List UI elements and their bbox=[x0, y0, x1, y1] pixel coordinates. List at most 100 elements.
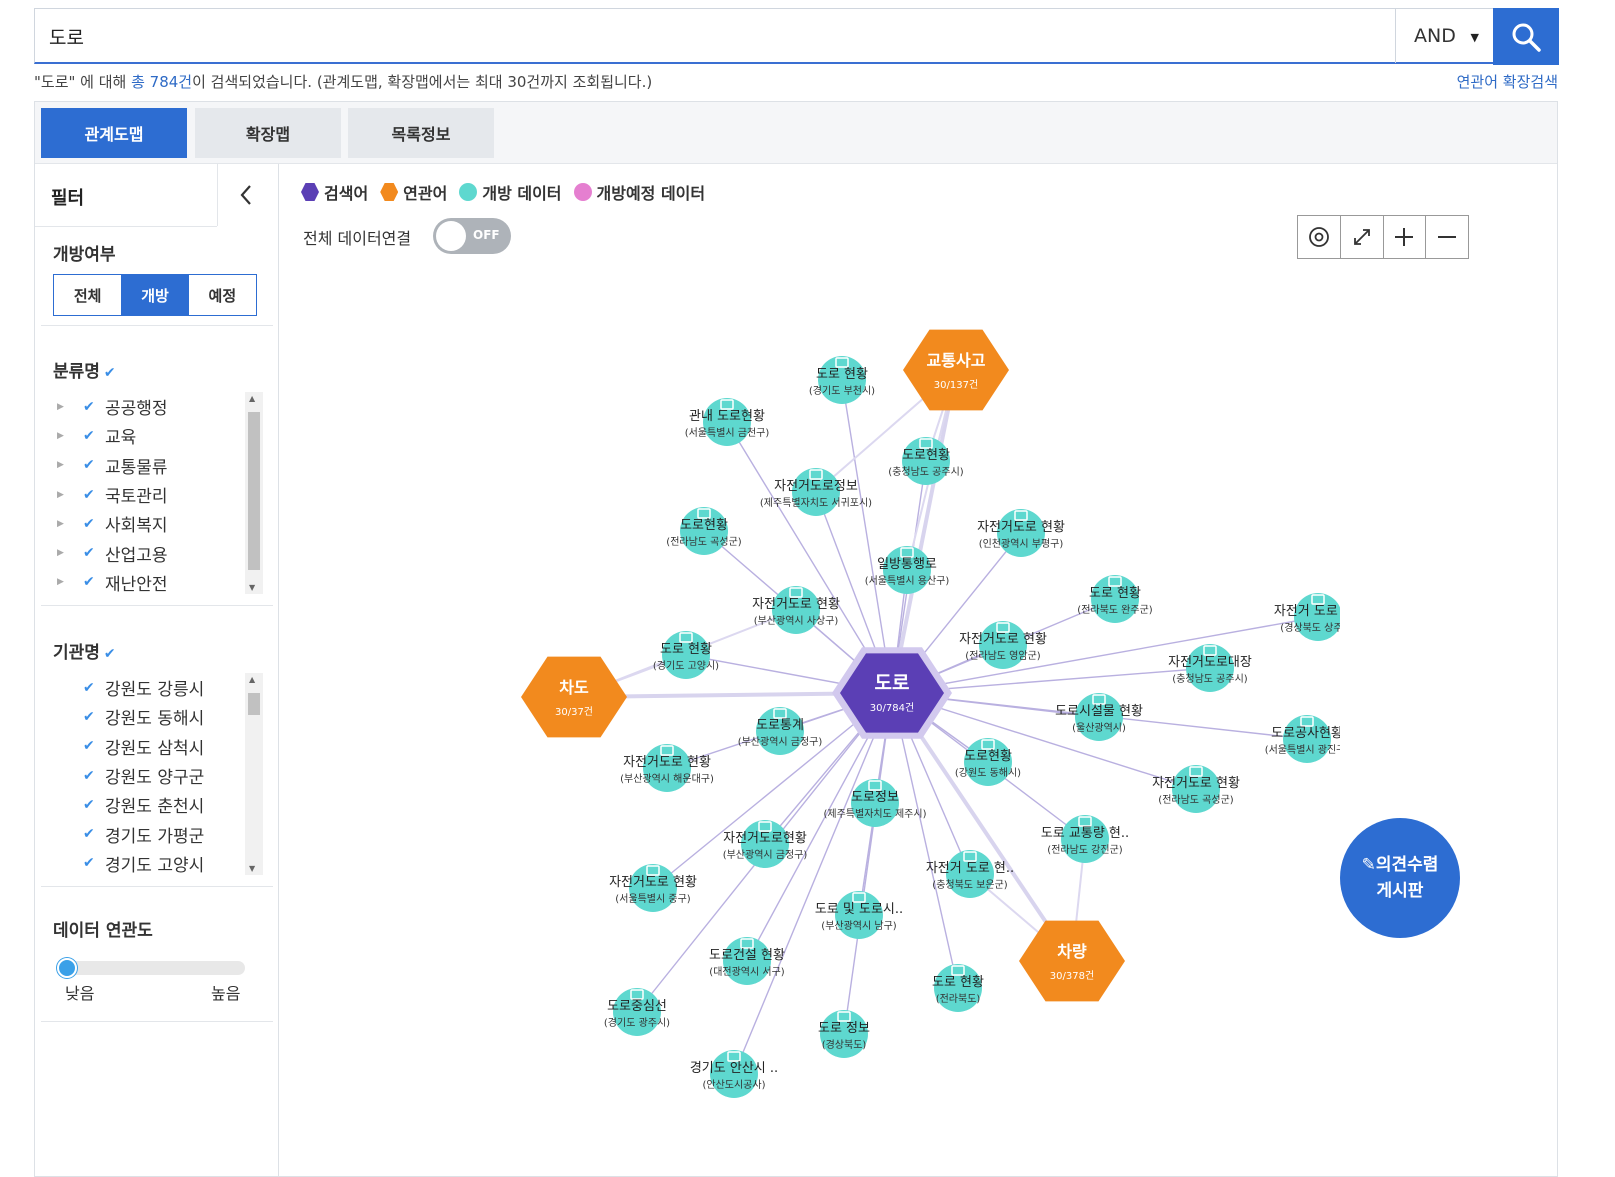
agency-item[interactable]: ✔강원도 삼척시 bbox=[53, 732, 265, 761]
dataset-node[interactable]: 도로공사현황(서울특별시 광진구) bbox=[1265, 715, 1340, 763]
dataset-node[interactable]: 도로 현황(경기도 부천시) bbox=[809, 356, 875, 404]
dataset-node[interactable]: 자전거도로현황(부산광역시 금정구) bbox=[723, 820, 808, 868]
checkbox[interactable]: ✔ bbox=[83, 486, 95, 503]
dataset-node[interactable]: 도로정보(제주특별자치도 제주시) bbox=[824, 779, 927, 827]
dataset-node[interactable]: 자전거도로 현황(부산광역시 사상구) bbox=[752, 586, 840, 634]
check-icon[interactable]: ✔ bbox=[103, 646, 116, 662]
search-input[interactable] bbox=[35, 9, 1395, 63]
scroll-down-icon[interactable]: ▼ bbox=[249, 583, 256, 592]
dataset-node[interactable]: 도로 및 도로시..(부산광역시 남구) bbox=[815, 891, 903, 939]
dataset-node[interactable]: 도로현황(충청남도 공주시) bbox=[888, 437, 964, 485]
expand-arrow-icon[interactable]: ▶ bbox=[57, 401, 64, 412]
checkbox[interactable]: ✔ bbox=[83, 457, 95, 474]
checkbox[interactable]: ✔ bbox=[83, 826, 95, 843]
checkbox[interactable]: ✔ bbox=[83, 708, 95, 725]
dataset-node-org: (부산광역시 금정구) bbox=[723, 849, 808, 861]
agency-item[interactable]: ✔경기도 고양시 bbox=[53, 849, 265, 878]
center-button[interactable] bbox=[1298, 216, 1341, 258]
category-item[interactable]: ▶✔산업고용 bbox=[53, 538, 265, 567]
checkbox[interactable]: ✔ bbox=[83, 398, 95, 415]
dataset-node[interactable]: 도로현황(강원도 동해시) bbox=[955, 738, 1021, 786]
checkbox[interactable]: ✔ bbox=[83, 574, 95, 591]
scroll-up-icon[interactable]: ▲ bbox=[249, 675, 256, 684]
tab-relation-map[interactable]: 관계도맵 bbox=[41, 108, 187, 158]
fullscreen-button[interactable] bbox=[1341, 216, 1384, 258]
expand-arrow-icon[interactable]: ▶ bbox=[57, 489, 64, 500]
dataset-node[interactable]: 도로 현황(전라북도) bbox=[932, 964, 984, 1012]
expand-arrow-icon[interactable]: ▶ bbox=[57, 460, 64, 471]
zoom-in-button[interactable] bbox=[1384, 216, 1427, 258]
agency-item[interactable]: ✔강원도 동해시 bbox=[53, 702, 265, 731]
dataset-node[interactable]: 도로현황(전라남도 곡성군) bbox=[666, 507, 742, 555]
open-status-all[interactable]: 전체 bbox=[73, 286, 102, 305]
dataset-node[interactable]: 도로건설 현황(대전광역시 서구) bbox=[709, 937, 785, 985]
zoom-out-button[interactable] bbox=[1426, 216, 1468, 258]
checkbox[interactable]: ✔ bbox=[83, 679, 95, 696]
category-scrollbar[interactable]: ▲ ▼ bbox=[245, 392, 263, 594]
category-item[interactable]: ▶✔교육 bbox=[53, 421, 265, 450]
connect-all-toggle[interactable]: OFF bbox=[433, 218, 511, 254]
opinion-board-button[interactable]: ✎의견수렴 게시판 bbox=[1340, 818, 1460, 938]
dataset-node[interactable]: 자전거도로 현황(전라남도 곡성군) bbox=[1152, 765, 1240, 813]
dataset-node[interactable]: 도로중심선(경기도 광주시) bbox=[604, 988, 670, 1036]
check-icon[interactable]: ✔ bbox=[103, 365, 116, 381]
agency-item[interactable]: ✔강원도 양구군 bbox=[53, 761, 265, 790]
dataset-node[interactable]: 도로 정보(경상북도) bbox=[818, 1010, 870, 1058]
tab-list-info[interactable]: 목록정보 bbox=[348, 108, 494, 158]
category-item[interactable]: ▶✔재난안전 bbox=[53, 568, 265, 597]
agency-item[interactable]: ✔경기도 가평군 bbox=[53, 819, 265, 848]
checkbox[interactable]: ✔ bbox=[83, 427, 95, 444]
search-button[interactable] bbox=[1493, 8, 1559, 65]
checkbox[interactable]: ✔ bbox=[83, 767, 95, 784]
checkbox[interactable]: ✔ bbox=[83, 855, 95, 872]
agency-scrollbar[interactable]: ▲ ▼ bbox=[245, 673, 263, 875]
dataset-node[interactable]: 자전거도로 현황(전라남도 영암군) bbox=[959, 621, 1047, 669]
dataset-node[interactable]: 자전거도로 현황(인천광역시 부평구) bbox=[977, 509, 1065, 557]
dataset-node[interactable]: 일방통행로(서울특별시 용산구) bbox=[865, 546, 950, 594]
dataset-node[interactable]: 자전거도로 현황(서울특별시 중구) bbox=[609, 864, 697, 912]
operator-select[interactable]: AND ▼ bbox=[1395, 9, 1493, 63]
dataset-node[interactable]: 자전거 도로 현..(경상북도 상주시) bbox=[1274, 593, 1340, 641]
dataset-node[interactable]: 자전거도로정보(제주특별자치도 서귀포시) bbox=[760, 468, 872, 516]
slider-handle[interactable] bbox=[57, 958, 77, 978]
open-status-open[interactable]: 개방 bbox=[121, 275, 189, 315]
dataset-node[interactable]: 자전거도로 현황(부산광역시 해운대구) bbox=[620, 744, 714, 792]
scroll-thumb[interactable] bbox=[248, 693, 260, 715]
expand-arrow-icon[interactable]: ▶ bbox=[57, 518, 64, 529]
checkbox[interactable]: ✔ bbox=[83, 545, 95, 562]
dataset-node[interactable]: 자전거 도로 현..(충청북도 보은군) bbox=[926, 850, 1014, 898]
expand-arrow-icon[interactable]: ▶ bbox=[57, 548, 64, 559]
checkbox[interactable]: ✔ bbox=[83, 515, 95, 532]
checkbox[interactable]: ✔ bbox=[83, 796, 95, 813]
dataset-node[interactable]: 도로 현황(전라북도 완주군) bbox=[1077, 575, 1153, 623]
scroll-thumb[interactable] bbox=[248, 412, 260, 570]
expand-arrow-icon[interactable]: ▶ bbox=[57, 577, 64, 588]
expand-arrow-icon[interactable]: ▶ bbox=[57, 430, 64, 441]
category-item[interactable]: ▶✔공공행정 bbox=[53, 392, 265, 421]
dataset-node[interactable]: 도로시설물 현황(울산광역시) bbox=[1055, 693, 1143, 741]
relation-graph[interactable]: 도로 현황(경기도 부천시) 관내 도로현황(서울특별시 금천구) 도로현황(충청남… bbox=[280, 292, 1340, 1167]
agency-item[interactable]: ✔강원도 춘천시 bbox=[53, 790, 265, 819]
dataset-node[interactable]: 도로 교통량 현..(전라남도 강진군) bbox=[1041, 815, 1129, 863]
dataset-node[interactable]: 도로 현황(경기도 고양시) bbox=[653, 631, 719, 679]
expand-search-link[interactable]: 연관어 확장검색 bbox=[1456, 73, 1558, 91]
agency-item[interactable]: ✔강원도 강릉시 bbox=[53, 673, 265, 702]
scroll-up-icon[interactable]: ▲ bbox=[249, 394, 256, 403]
dataset-node[interactable]: 관내 도로현황(서울특별시 금천구) bbox=[685, 398, 770, 446]
scroll-down-icon[interactable]: ▼ bbox=[249, 864, 256, 873]
category-item[interactable]: ▶✔교통물류 bbox=[53, 451, 265, 480]
open-status-planned[interactable]: 예정 bbox=[208, 286, 237, 305]
relevance-slider[interactable] bbox=[57, 958, 245, 978]
dataset-node[interactable]: 자전거도로대장(충청남도 공주시) bbox=[1168, 644, 1252, 692]
checkbox[interactable]: ✔ bbox=[83, 738, 95, 755]
dataset-node[interactable]: 도로통계(부산광역시 금정구) bbox=[738, 707, 823, 755]
collapse-button[interactable] bbox=[231, 180, 261, 210]
tab-expand-map[interactable]: 확장맵 bbox=[195, 108, 341, 158]
category-item[interactable]: ▶✔국토관리 bbox=[53, 480, 265, 509]
dataset-node[interactable]: 경기도 안산시 ..(안산도시공사) bbox=[690, 1050, 778, 1098]
category-item[interactable]: ▶✔사회복지 bbox=[53, 509, 265, 538]
